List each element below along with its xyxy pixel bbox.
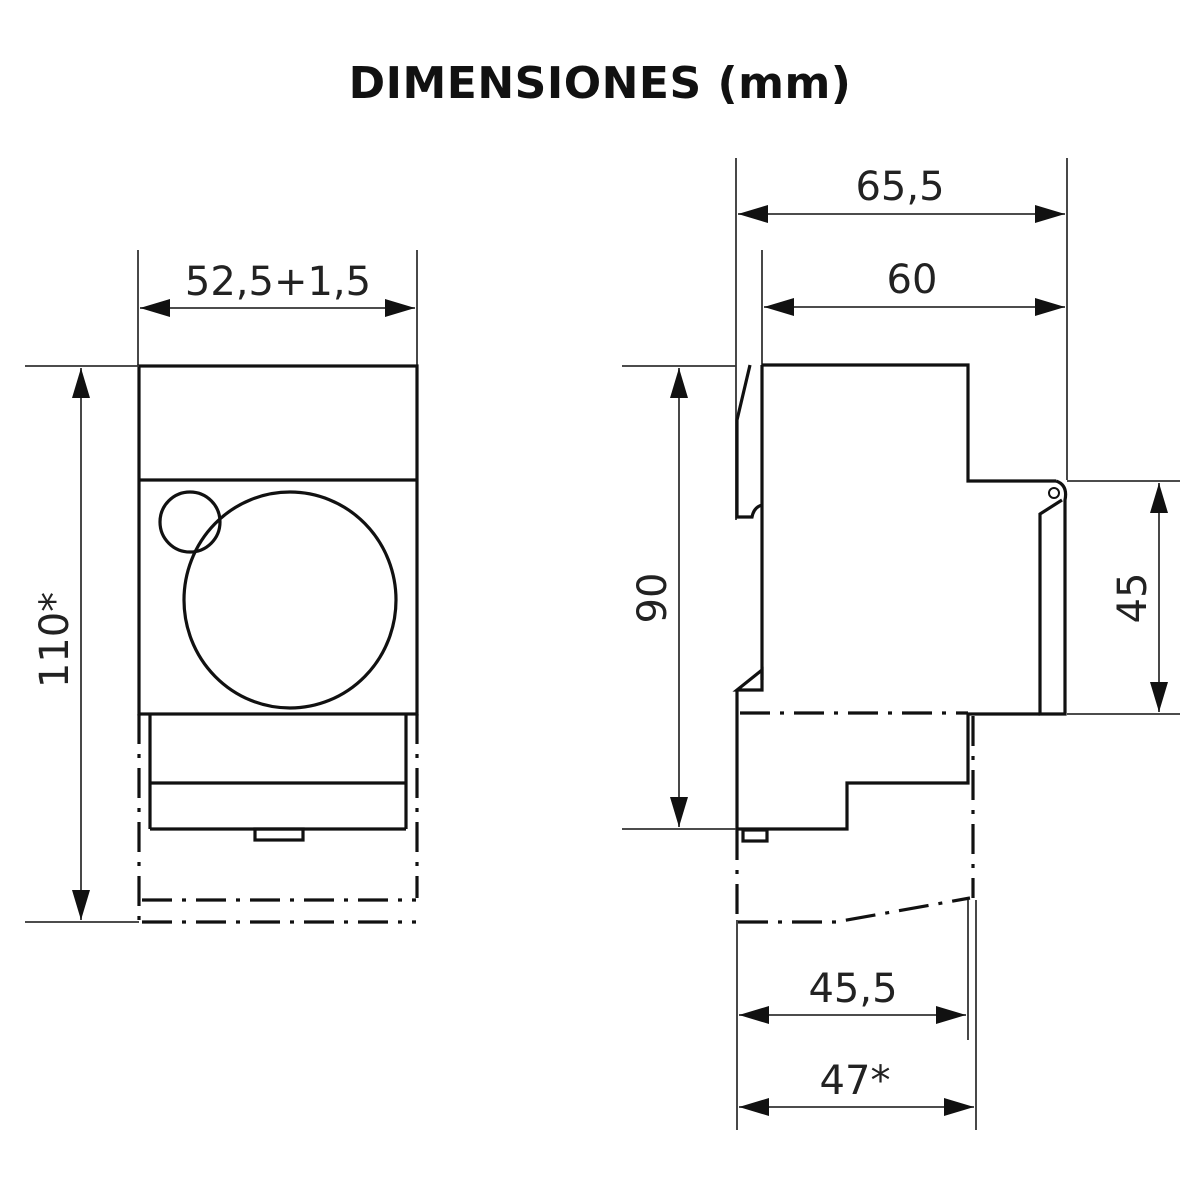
front-width-label: 52,5+1,5 — [185, 259, 371, 305]
body-depth-dimension: 60 — [764, 257, 1065, 316]
overall-depth-label: 65,5 — [855, 164, 944, 210]
rotary-dial — [182, 490, 398, 710]
base-depth-max-dimension: 47* — [739, 1058, 974, 1116]
base-depth-max-label: 47* — [820, 1058, 891, 1104]
front-view: 52,5+1,5 110* — [25, 250, 419, 924]
front-height-45-dimension: 45 — [1110, 483, 1168, 712]
base-depth-label: 45,5 — [808, 966, 897, 1012]
side-height-label: 90 — [630, 573, 676, 624]
side-view: 65,5 60 — [622, 158, 1180, 1130]
front-height-dimension: 110* — [32, 368, 90, 920]
body-depth-label: 60 — [887, 257, 938, 303]
front-width-dimension: 52,5+1,5 — [140, 259, 415, 317]
front-height-45-label: 45 — [1110, 573, 1156, 624]
diagram-title: DIMENSIONES (mm) — [348, 58, 852, 109]
side-height-dimension: 90 — [630, 368, 688, 827]
small-knob — [158, 490, 222, 554]
front-height-label: 110* — [32, 592, 78, 688]
overall-depth-dimension: 65,5 — [738, 164, 1065, 223]
base-depth-dimension: 45,5 — [739, 966, 966, 1024]
